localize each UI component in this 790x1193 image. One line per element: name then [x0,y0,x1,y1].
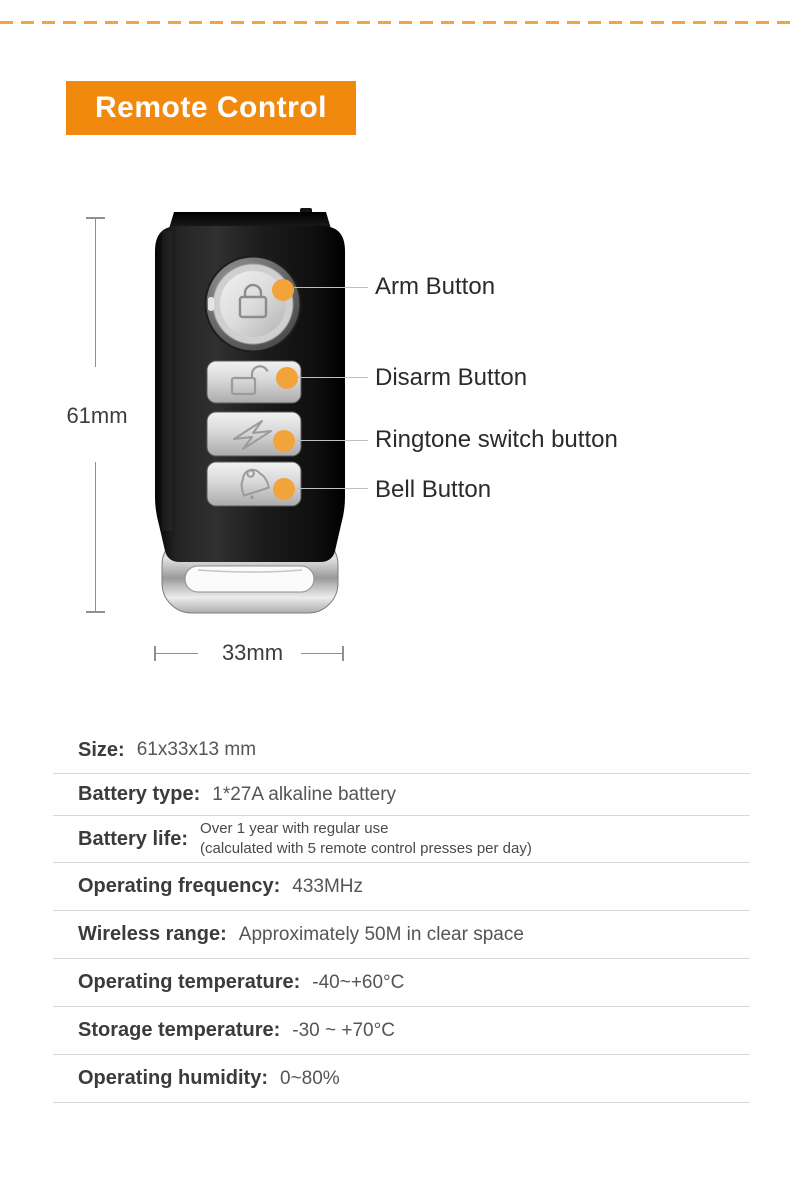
width-dim-cap-left [154,646,156,661]
spec-label: Size: [78,738,125,761]
spec-value: -40~+60°C [312,971,405,993]
spec-label: Operating frequency: [78,875,281,897]
spec-value-line-1: Over 1 year with regular use [200,820,389,837]
spec-row-operating-humidity: Operating humidity: 0~80% [53,1055,750,1103]
lightning-icon [233,420,272,450]
disarm-button-label: Disarm Button [375,364,528,391]
spec-label: Storage temperature: [78,1019,281,1041]
bell-icon [240,468,271,500]
height-dim-cap-top [86,217,105,219]
remote-control-image [155,208,345,614]
spec-label: Battery life: [78,827,189,850]
keyring-slot-shadow [197,569,303,573]
width-dim-line-left [156,653,198,654]
arm-button-face [220,271,286,337]
height-dim-cap-bottom [86,611,105,613]
body-sheen [162,231,172,531]
spec-value: 0~80% [280,1067,340,1089]
width-dim-line-right [301,653,342,654]
ringtone-button-label: Ringtone switch button [375,426,618,453]
spec-table: Size: 61x33x13 mm Battery type: 1*27A al… [53,727,750,1103]
arm-callout-line [294,287,368,288]
spec-row-battery-life: Battery life: Over 1 year with regular u… [53,816,750,863]
spec-value: Approximately 50M in clear space [238,923,524,945]
spec-value: -30 ~ +70°C [292,1019,395,1041]
spec-row-operating-temperature: Operating temperature: -40~+60°C [53,959,750,1007]
bell-callout-line [295,488,368,489]
spec-value: Over 1 year with regular use (calculated… [200,819,532,859]
spec-row-storage-temperature: Storage temperature: -30 ~ +70°C [53,1007,750,1055]
height-dim-line-upper [95,219,96,367]
spec-value: 1*27A alkaline battery [212,783,397,805]
arm-callout-dot [272,279,294,301]
height-dim-label: 61mm [66,403,128,428]
spec-label: Battery type: [78,783,201,805]
dashed-divider [0,21,790,24]
arm-button-label: Arm Button [375,273,496,300]
spec-label: Operating temperature: [78,971,301,993]
spec-value: 61x33x13 mm [136,739,257,760]
spec-label: Operating humidity: [78,1067,268,1089]
lock-closed-icon [238,283,268,319]
lock-open-icon [230,365,269,396]
bell-callout-dot [273,478,295,500]
ringtone-callout-line [295,440,368,441]
width-dim-label: 33mm [221,640,284,665]
page-title: Remote Control [66,81,356,135]
spec-value: 433MHz [292,875,364,897]
ringtone-callout-dot [273,430,295,452]
disarm-callout-line [298,377,368,378]
spec-row-battery-type: Battery type: 1*27A alkaline battery [53,774,750,816]
spec-value-line-2: (calculated with 5 remote control presse… [200,840,532,857]
spec-row-size: Size: 61x33x13 mm [53,727,750,774]
spec-row-wireless-range: Wireless range: Approximately 50M in cle… [53,911,750,959]
height-dim-line-lower [95,462,96,611]
width-dim-cap-right [342,646,344,661]
bell-button-label: Bell Button [375,476,492,503]
disarm-callout-dot [276,367,298,389]
keyring-slot [184,565,315,593]
spec-row-operating-frequency: Operating frequency: 433MHz [53,863,750,911]
spec-label: Wireless range: [78,923,227,945]
ring-highlight [208,297,214,311]
